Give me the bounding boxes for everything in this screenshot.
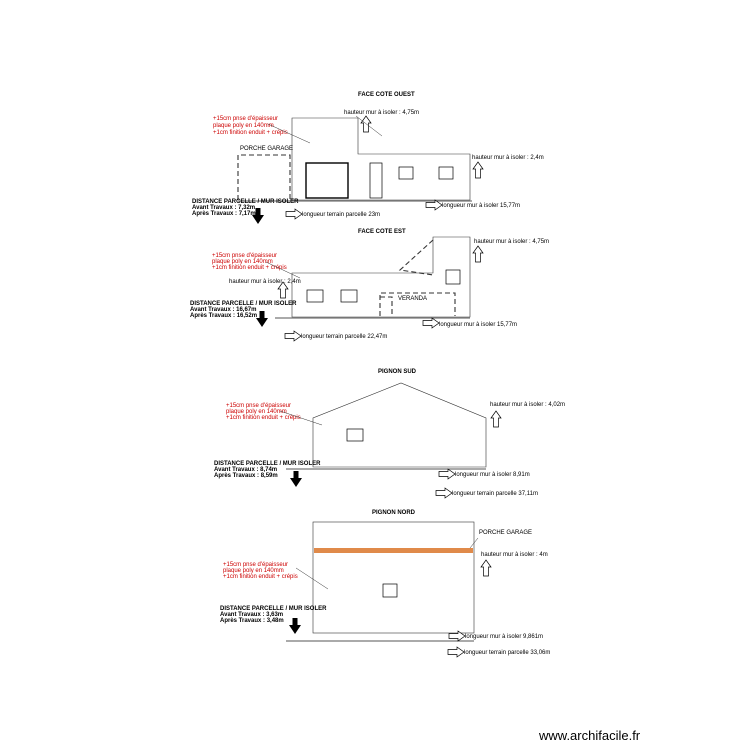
window <box>306 289 324 303</box>
veranda-outline <box>379 292 456 316</box>
insulation-note: +1cm finition enduit + crépis <box>226 415 301 421</box>
building-outline <box>291 117 471 201</box>
leader-line <box>265 261 301 279</box>
insulation-note: +15cm pnse d'épaisseur <box>226 403 291 409</box>
arrow-right-icon <box>285 208 303 220</box>
wall-length-label: longueur mur à isoler 15,77m <box>439 322 517 328</box>
watermark: www.archifacile.fr <box>538 728 641 743</box>
insulation-note: plaque poly en 140mm <box>223 568 284 574</box>
distance-after: Après Travaux : 3,48m <box>220 618 284 624</box>
porch-label: PORCHE GARAGE <box>240 146 293 152</box>
distance-title: DISTANCE PARCELLE / MUR ISOLER <box>192 199 299 205</box>
insulation-note: +1cm finition enduit + crépis <box>223 574 298 580</box>
porch-label: PORCHE GARAGE <box>479 530 532 536</box>
porch-outline <box>237 154 291 200</box>
veranda-outline <box>380 296 393 316</box>
leader-line <box>295 567 329 590</box>
window <box>445 269 461 285</box>
elevation-title: FACE COTE OUEST <box>358 92 415 98</box>
arrow-right-icon <box>448 630 466 642</box>
plot-length-label: longueur terrain parcelle 23m <box>302 212 380 218</box>
arrow-down-icon <box>290 471 302 487</box>
elevation-ouest: FACE COTE OUEST PORCHE GARAGE +15cm pnse… <box>192 92 544 224</box>
arrow-up-icon <box>490 410 502 428</box>
arrow-right-icon <box>422 317 440 329</box>
door <box>369 162 383 199</box>
distance-before: Avant Travaux : 7,32m <box>192 205 255 211</box>
arrow-up-icon <box>472 161 484 179</box>
distance-title: DISTANCE PARCELLE / MUR ISOLER <box>220 606 327 612</box>
arrow-down-icon <box>289 618 301 634</box>
height-label: hauteur mur à isoler : 4,02m <box>490 402 565 408</box>
leader-line <box>469 537 479 549</box>
arrow-right-icon <box>435 487 453 499</box>
arrow-down-icon <box>256 311 268 327</box>
arrow-up-icon <box>480 559 492 577</box>
distance-after: Après Travaux : 7,17m <box>192 211 256 217</box>
insulation-note: +15cm pnse d'épaisseur <box>212 253 277 259</box>
building-outline <box>291 236 471 318</box>
elevation-sud: PIGNON SUD +15cm pnse d'épaisseur plaque… <box>214 369 565 499</box>
height-label: hauteur mur à isoler : 4m <box>481 552 548 558</box>
leader-line <box>279 410 323 426</box>
veranda-label: VERANDA <box>398 296 427 302</box>
distance-before: Avant Travaux : 3,63m <box>220 612 283 618</box>
wall-length-label: longueur mur à isoler 8,91m <box>455 472 530 478</box>
insulation-note: plaque poly en 140mm <box>213 123 274 129</box>
distance-after: Après Travaux : 8,59m <box>214 473 278 479</box>
arrow-right-icon <box>425 199 443 211</box>
height-label: hauteur mur à isoler : 2,4m <box>229 279 301 285</box>
leader-line <box>355 115 383 137</box>
distance-after: Après Travaux : 16,52m <box>190 313 257 319</box>
arrow-right-icon <box>284 330 302 342</box>
plot-length-label: longueur terrain parcelle 37,11m <box>452 491 538 497</box>
leader-line <box>267 123 311 144</box>
insulation-note: +1cm finition enduit + crépis <box>213 130 288 136</box>
elevation-est: FACE COTE EST VERANDA +15cm pnse d'épais… <box>190 229 549 342</box>
arrow-right-icon <box>447 646 465 658</box>
insulation-note: plaque poly en 140mm <box>212 259 273 265</box>
window <box>438 166 454 180</box>
distance-title: DISTANCE PARCELLE / MUR ISOLER <box>214 461 321 467</box>
window <box>382 583 398 598</box>
height-label: hauteur mur à isoler : 4,75m <box>344 110 419 116</box>
roof-dashed <box>398 239 434 276</box>
height-label: hauteur mur à isoler : 2,4m <box>472 155 544 161</box>
distance-title: DISTANCE PARCELLE / MUR ISOLER <box>190 301 297 307</box>
garage-door <box>305 162 349 199</box>
plot-length-label: longueur terrain parcelle 33,06m <box>464 650 550 656</box>
insulation-note: +1cm finition enduit + crépis <box>212 265 287 271</box>
distance-before: Avant Travaux : 16,67m <box>190 307 256 313</box>
window <box>346 428 364 442</box>
window <box>340 289 358 303</box>
height-label: hauteur mur à isoler : 4,75m <box>474 239 549 245</box>
building-outline <box>312 382 487 468</box>
arrow-up-icon <box>472 245 484 263</box>
insulation-note: +15cm pnse d'épaisseur <box>213 116 278 122</box>
wall-length-label: longueur mur à isoler 9,861m <box>465 634 543 640</box>
plot-length-label: longueur terrain parcelle 22,47m <box>301 334 387 340</box>
window <box>398 166 414 180</box>
porch-strip <box>314 548 473 553</box>
distance-before: Avant Travaux : 8,74m <box>214 467 277 473</box>
insulation-note: +15cm pnse d'épaisseur <box>223 562 288 568</box>
elevation-nord: PIGNON NORD PORCHE GARAGE +15cm pnse d'é… <box>220 510 550 658</box>
arrow-right-icon <box>438 468 456 480</box>
elevation-title: FACE COTE EST <box>358 229 406 235</box>
elevation-title: PIGNON SUD <box>378 369 417 375</box>
insulation-note: plaque poly en 140mm <box>226 409 287 415</box>
building-outline <box>312 521 475 634</box>
wall-length-label: longueur mur à isoler 15,77m <box>442 203 520 209</box>
elevation-title: PIGNON NORD <box>372 510 416 516</box>
